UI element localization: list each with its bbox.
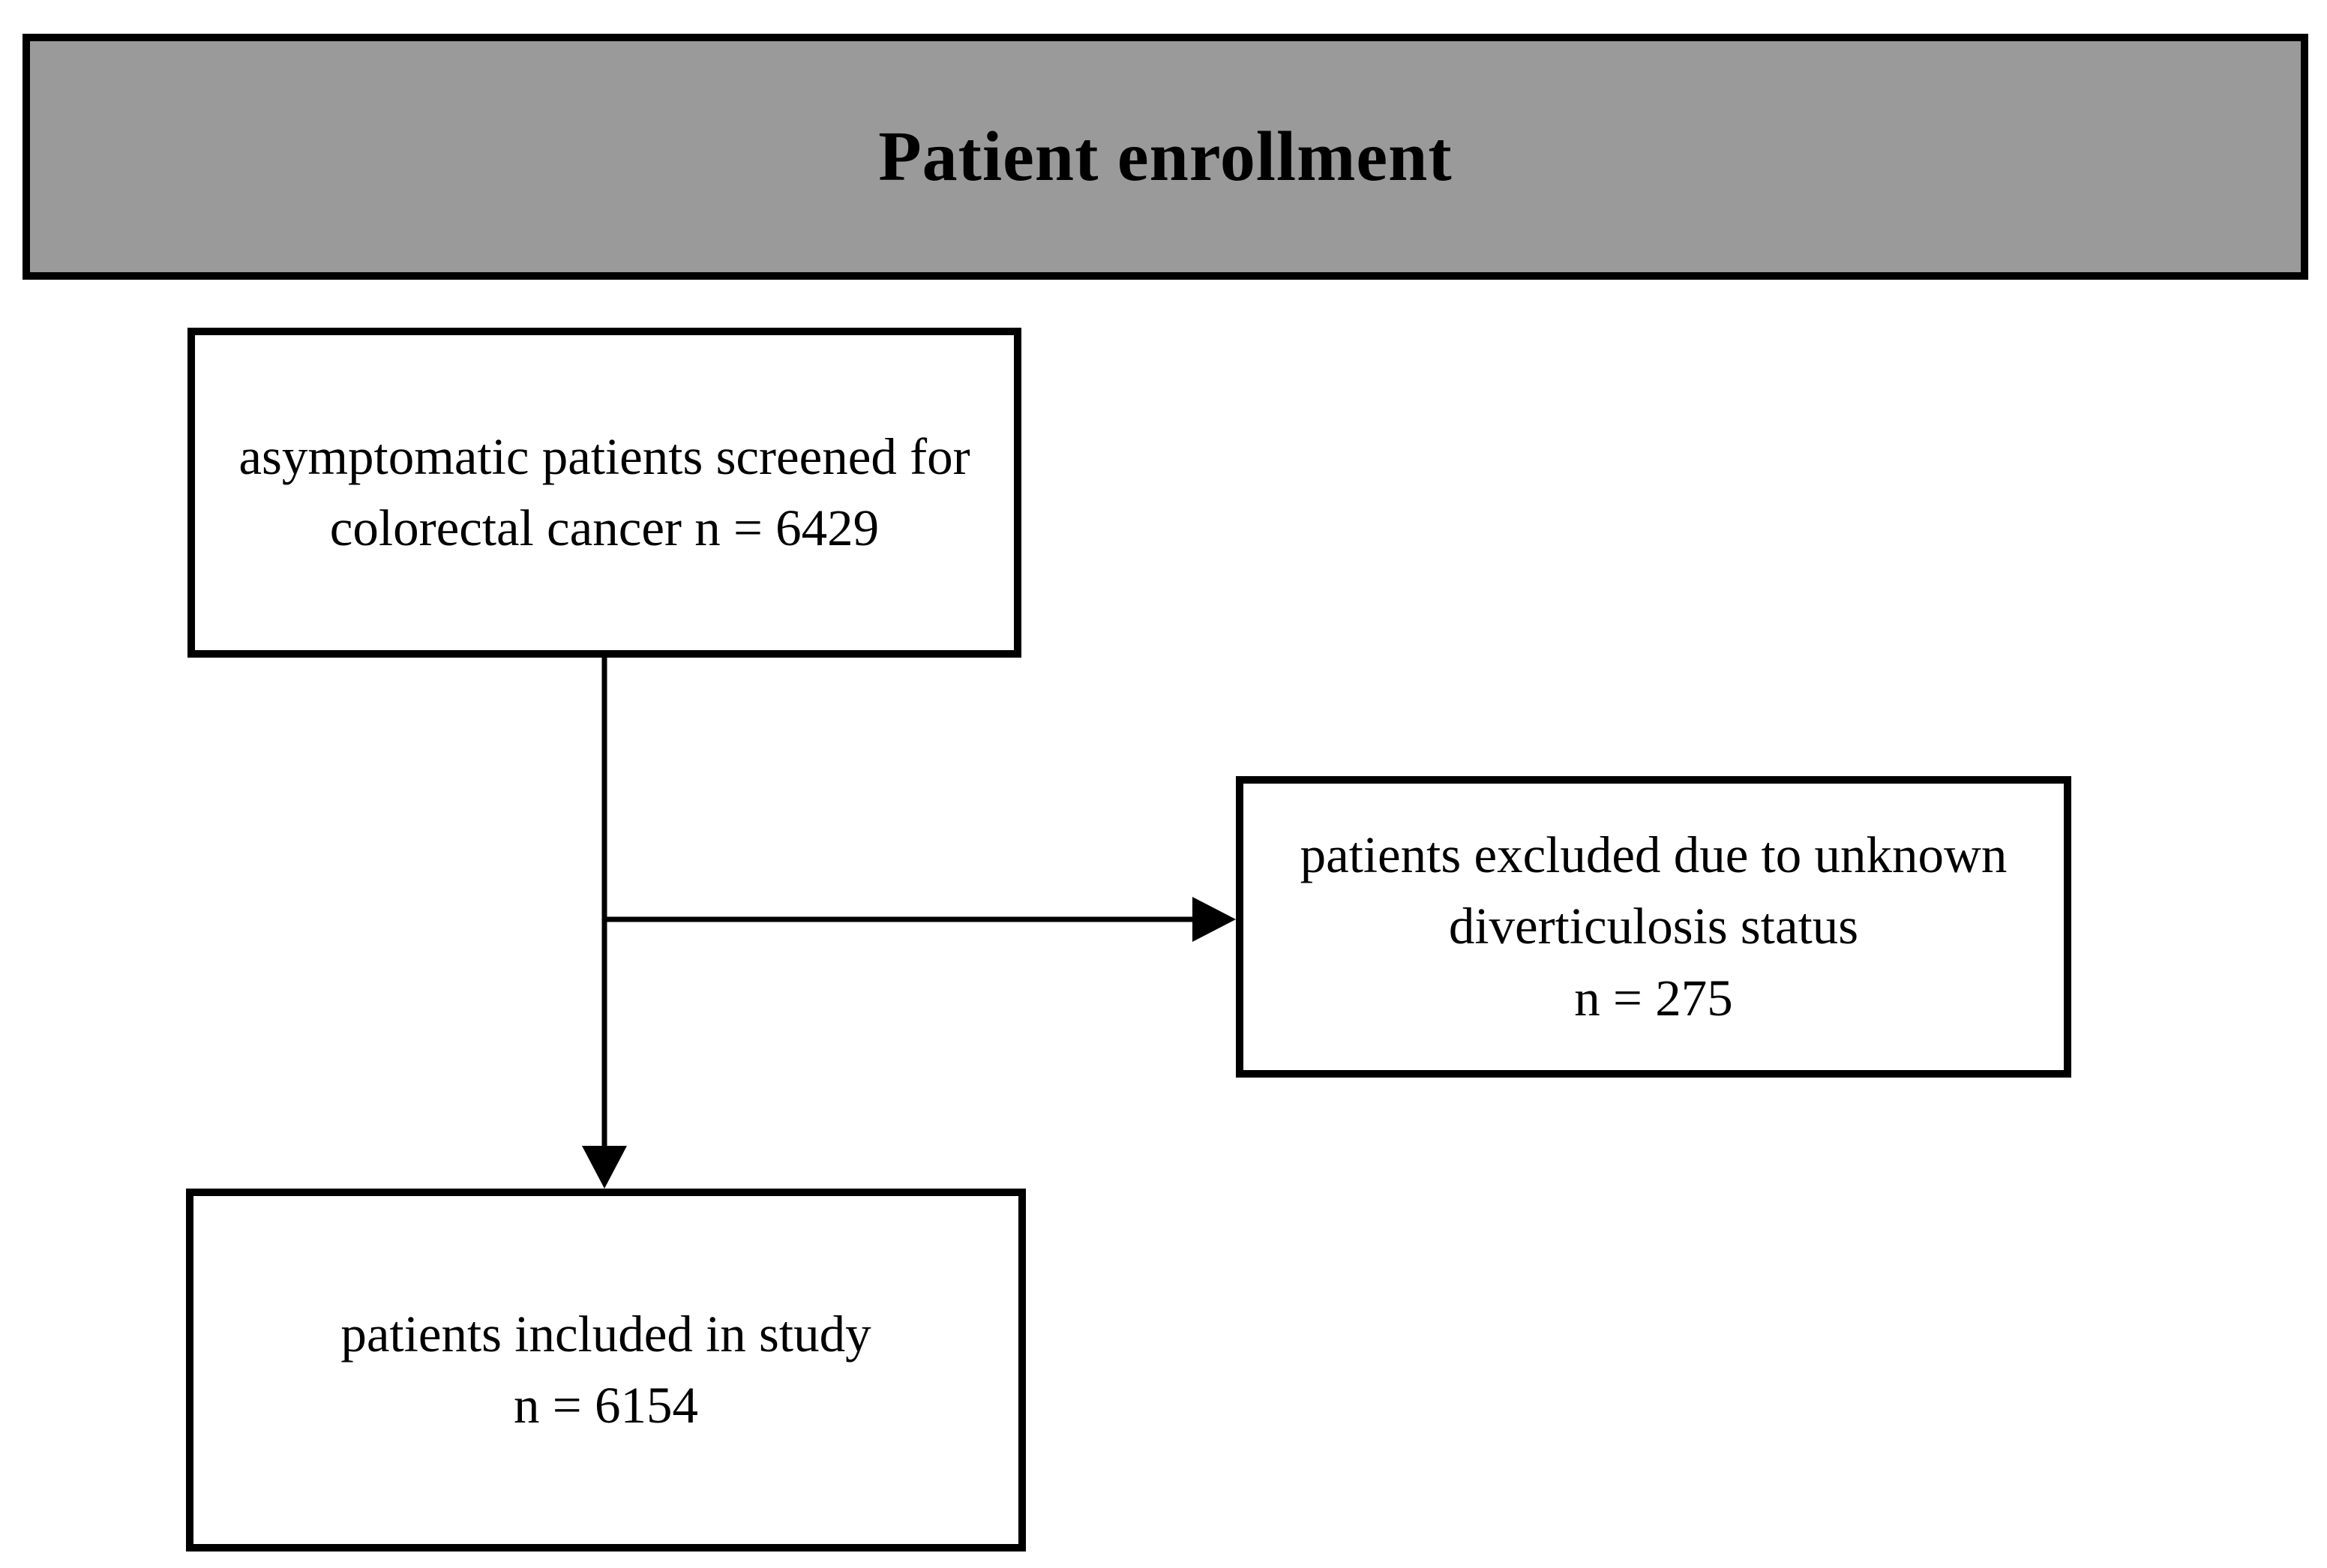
screened-box-line-1: asymptomatic patients screened for	[238, 427, 970, 485]
screened-box: asymptomatic patients screened for color…	[187, 328, 1021, 658]
excluded-box-line-2: diverticulosis status	[1448, 898, 1859, 955]
right-arrowhead-icon	[1192, 897, 1236, 942]
down-arrowhead-icon	[582, 1146, 627, 1189]
excluded-box: patients excluded due to unknown diverti…	[1236, 776, 2071, 1078]
screened-box-line-2: colorectal cancer n = 6429	[329, 499, 880, 556]
excluded-box-line-3: n = 275	[1574, 969, 1733, 1027]
excluded-box-line-1: patients excluded due to unknown	[1300, 826, 2008, 884]
included-box: patients included in study n = 6154	[186, 1189, 1026, 1552]
included-box-line-2: n = 6154	[514, 1377, 698, 1434]
enrollment-header-title: Patient enrollment	[878, 118, 1453, 196]
enrollment-header-box: Patient enrollment	[22, 34, 2308, 280]
included-box-line-1: patients included in study	[340, 1305, 871, 1363]
